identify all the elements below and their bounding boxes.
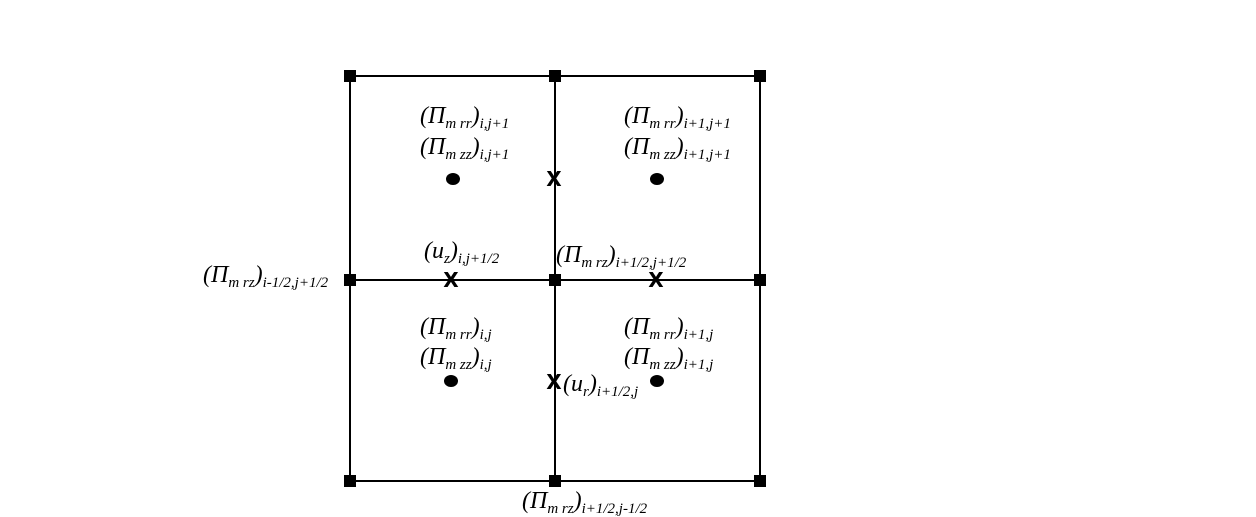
label-pi-zz-i1-j: (Πm zz)i+1,j bbox=[624, 344, 714, 373]
node-square-top-center bbox=[549, 70, 561, 82]
node-square-bottom-center bbox=[549, 475, 561, 487]
label-pi-rr-i-j1: (Πm rr)i,j+1 bbox=[420, 103, 510, 132]
label-pi-rr-i-j: (Πm rr)i,j bbox=[420, 314, 492, 343]
label-u-r: (ur)i+1/2,j bbox=[563, 371, 639, 400]
label-pi-zz-i1-j1: (Πm zz)i+1,j+1 bbox=[624, 134, 731, 163]
node-square-top-right bbox=[754, 70, 766, 82]
cell-center-dot-bottom-left bbox=[444, 375, 458, 387]
label-pi-rr-i1-j1: (Πm rr)i+1,j+1 bbox=[624, 103, 731, 132]
label-u-z: (uz)i,j+1/2 bbox=[424, 238, 500, 267]
label-pi-rr-i1-j: (Πm rr)i+1,j bbox=[624, 314, 714, 343]
node-square-middle-right bbox=[754, 274, 766, 286]
cell-center-dot-bottom-right bbox=[650, 375, 664, 387]
face-cross-marker-horizontal-right: X bbox=[648, 268, 664, 292]
face-cross-marker-top-vertical: X bbox=[546, 167, 562, 191]
cell-center-dot-top-right bbox=[650, 173, 664, 185]
label-pi-rz-center: (Πm rz)i+1/2,j+1/2 bbox=[556, 242, 687, 271]
cell-center-dot-top-left bbox=[446, 173, 460, 185]
label-pi-zz-i-j: (Πm zz)i,j bbox=[420, 344, 492, 373]
face-cross-marker-bottom-vertical: X bbox=[546, 370, 562, 394]
node-square-bottom-left bbox=[344, 475, 356, 487]
node-square-bottom-right bbox=[754, 475, 766, 487]
label-pi-rz-bottom: (Πm rz)i+1/2,j-1/2 bbox=[522, 488, 648, 517]
label-pi-rz-left: (Πm rz)i-1/2,j+1/2 bbox=[203, 262, 329, 291]
node-square-top-left bbox=[344, 70, 356, 82]
face-cross-marker-horizontal-left: X bbox=[443, 268, 459, 292]
node-square-middle-center bbox=[549, 274, 561, 286]
label-pi-zz-i-j1: (Πm zz)i,j+1 bbox=[420, 134, 510, 163]
node-square-middle-left bbox=[344, 274, 356, 286]
